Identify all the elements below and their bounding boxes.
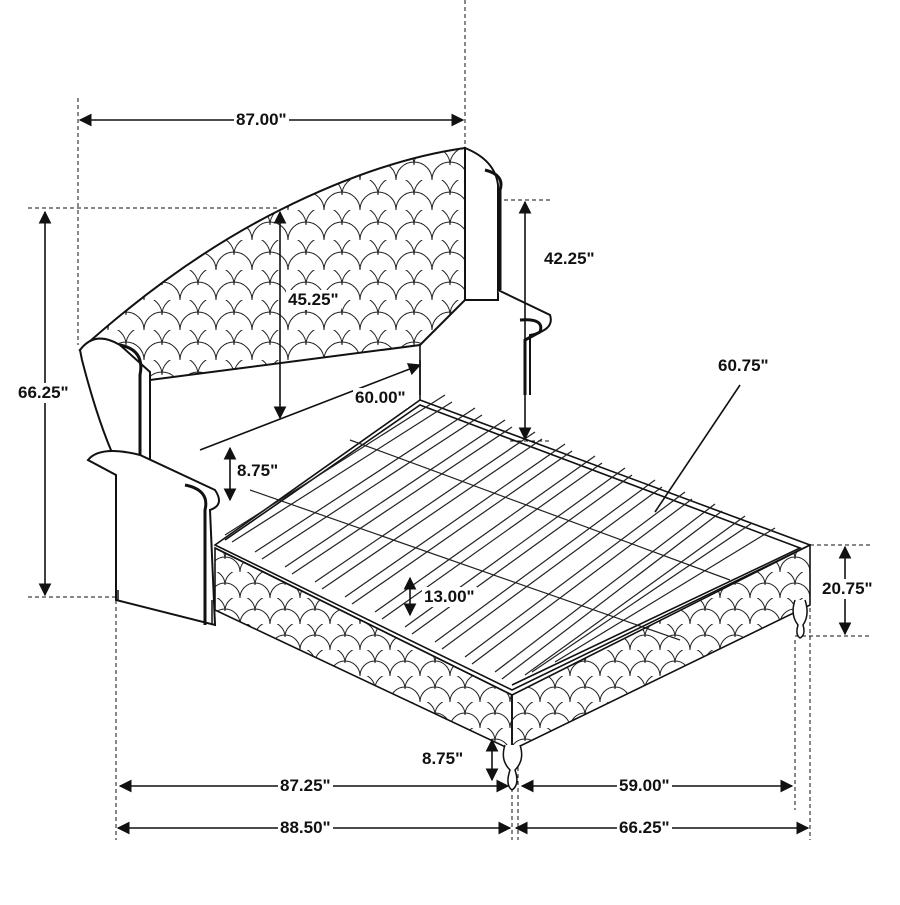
dimension-headboard-rail-gap: 8.75" xyxy=(235,461,281,481)
dimension-overall-length: 88.50" xyxy=(278,818,333,838)
dimension-footboard-height: 20.75" xyxy=(820,579,875,599)
dimension-wing-height: 42.25" xyxy=(542,249,597,269)
dimension-inner-length: 87.25" xyxy=(278,776,333,796)
dimension-overall-width: 66.25" xyxy=(617,818,672,838)
dimension-overall-height: 66.25" xyxy=(16,383,71,403)
dimension-slat-height: 13.00" xyxy=(422,587,477,607)
dimension-inner-width: 59.00" xyxy=(617,776,672,796)
dimension-leg-height: 8.75" xyxy=(420,749,466,769)
dimension-slat-width: 60.00" xyxy=(353,388,408,408)
dimension-overall-width-top: 87.00" xyxy=(234,110,289,130)
dimension-side-rail-length: 60.75" xyxy=(716,356,771,376)
dimension-headboard-panel-height: 45.25" xyxy=(286,290,341,310)
